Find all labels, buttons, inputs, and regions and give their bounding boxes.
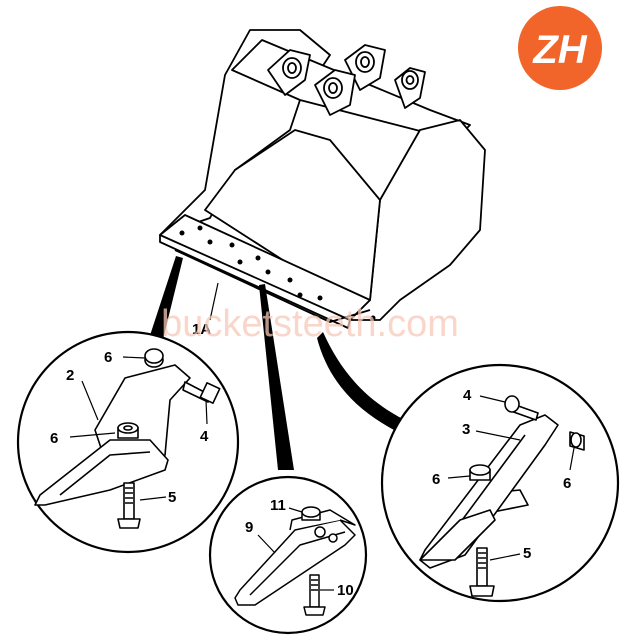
mounting-ears	[267, 44, 426, 116]
detail-circle-left: 6 2 6 4 5	[16, 330, 240, 554]
label-nut-right-mid: 6	[432, 471, 440, 488]
label-bolt-bottom-left: 5	[168, 489, 176, 506]
detail-circle-right: 4 3 6 6 5	[380, 363, 620, 603]
bucket-drawing	[159, 29, 486, 329]
label-nut-left-mid: 6	[50, 430, 58, 447]
detail-circle-bottom: 11 9 10	[208, 475, 368, 635]
label-nut-left-top: 6	[104, 349, 112, 366]
label-adapter-left: 2	[66, 367, 74, 384]
logo-badge	[518, 6, 602, 90]
label-bolt-tooth: 10	[337, 582, 354, 599]
watermark-text: bucketsteeth.com	[161, 303, 459, 345]
bucket-label-group: 1A	[192, 282, 219, 338]
label-tooth: 9	[245, 519, 253, 536]
label-nut-tooth: 11	[270, 497, 286, 514]
label-bolt-left: 4	[200, 428, 209, 445]
label-bucket: 1A	[192, 321, 211, 338]
label-nut-right-side: 6	[563, 475, 571, 492]
label-adapter-right: 3	[462, 421, 470, 438]
brand-logo: ZH	[518, 6, 602, 90]
label-bolt-right: 4	[463, 387, 472, 404]
edge-holes	[179, 225, 376, 321]
logo-text: ZH	[532, 28, 587, 72]
label-bolt-bottom-right: 5	[523, 545, 531, 562]
